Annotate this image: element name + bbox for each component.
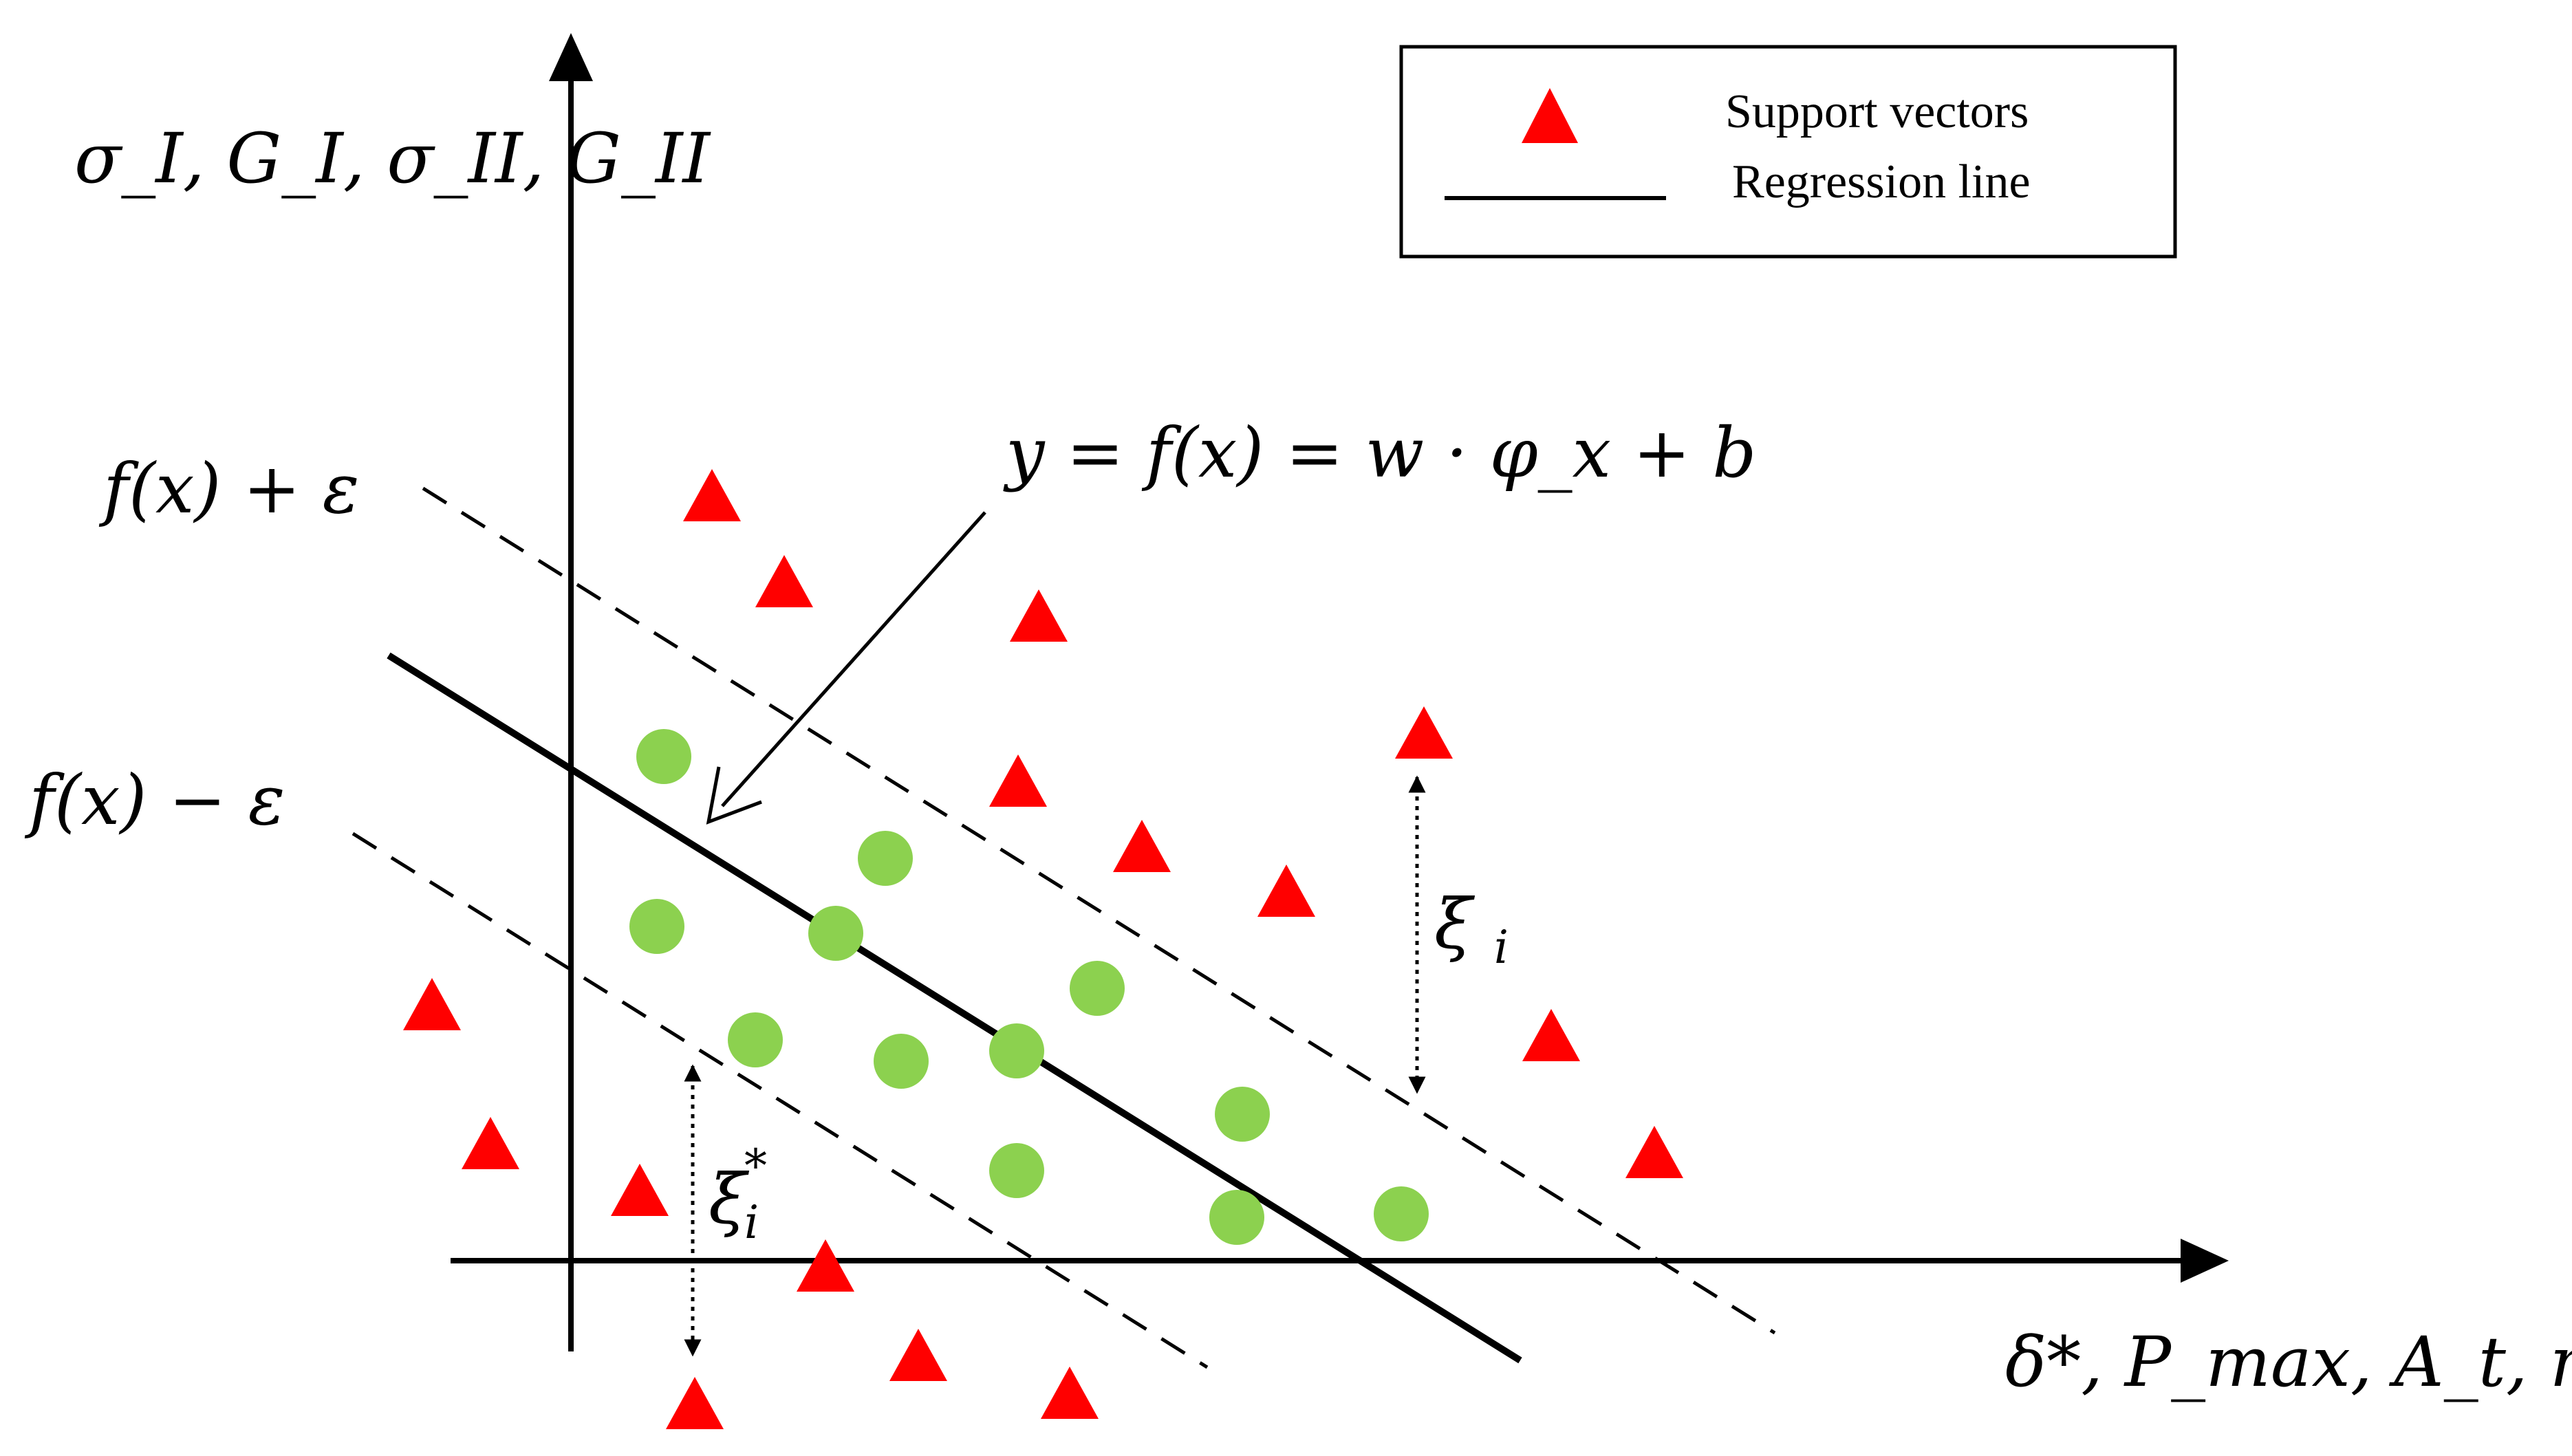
data-point-circle	[989, 1143, 1044, 1198]
upper-bound-line	[422, 486, 1776, 1335]
slack-arrows	[684, 775, 1426, 1357]
triangle-icon	[1522, 88, 1578, 143]
support-vector-triangle	[1113, 820, 1171, 872]
data-points	[403, 469, 1683, 1429]
legend-regression-line: Regression line	[1732, 155, 2031, 208]
support-vector-triangle	[1625, 1126, 1683, 1178]
xi-subscript: i	[1494, 921, 1509, 974]
data-point-circle	[989, 1023, 1044, 1078]
equation-pointer-line	[721, 511, 986, 807]
xi-label: ξ i	[1434, 884, 1509, 974]
math-labels: σ_I, G_I, σ_II, G_II δ*, P_max, A_t, m f…	[24, 118, 2572, 1402]
xi-symbol: ξ	[1434, 884, 1476, 964]
support-vector-triangle	[403, 978, 461, 1030]
y-axis-label: σ_I, G_I, σ_II, G_II	[74, 118, 712, 199]
x-axis-label: δ*, P_max, A_t, m	[2005, 1322, 2572, 1402]
support-vector-triangle	[666, 1377, 724, 1429]
regression-line	[387, 652, 1522, 1364]
data-point-circle	[1215, 1087, 1270, 1142]
data-point-circle	[629, 899, 684, 954]
support-vector-triangle	[797, 1239, 854, 1292]
equation-pointer-arrowhead	[706, 766, 762, 825]
y-axis-arrowhead	[549, 33, 593, 81]
support-vector-triangle	[1522, 1009, 1580, 1061]
legend-support-vectors: Support vectors	[1725, 85, 2029, 138]
data-point-circle	[1374, 1186, 1429, 1241]
support-vector-triangle	[755, 555, 813, 607]
support-vector-triangle	[462, 1117, 519, 1169]
upper-bound-label: f(x) + ε	[98, 448, 359, 529]
xi-star-superscript: *	[744, 1140, 767, 1193]
data-point-circle	[1070, 961, 1125, 1016]
support-vector-triangle	[1395, 706, 1453, 759]
axes	[451, 33, 2229, 1351]
data-point-circle	[636, 729, 691, 784]
data-point-circle	[1209, 1190, 1264, 1245]
data-point-circle	[858, 831, 913, 886]
lower-bound-line	[352, 832, 1209, 1369]
support-vector-triangle	[611, 1164, 669, 1216]
support-vector-triangle	[889, 1329, 947, 1381]
support-vector-triangle	[683, 469, 741, 521]
support-vector-triangle	[1041, 1367, 1099, 1419]
lower-bound-label: f(x) − ε	[24, 760, 285, 840]
data-point-circle	[728, 1012, 783, 1067]
equation-label: y = f(x) = w · φ_x + b	[1003, 413, 1756, 493]
support-vector-triangle	[1010, 589, 1068, 642]
legend-box	[1399, 45, 2177, 259]
regression-tube	[352, 486, 1776, 1369]
support-vector-triangle	[989, 754, 1047, 807]
xi-star-subscript: i	[744, 1196, 759, 1249]
support-vector-triangle	[1257, 865, 1315, 917]
x-axis-arrowhead	[2181, 1239, 2229, 1283]
data-point-circle	[874, 1034, 929, 1089]
legend: Support vectors Regression line	[1399, 45, 2177, 259]
xi-star-symbol: ξ	[709, 1159, 750, 1239]
data-point-circle	[808, 906, 863, 961]
